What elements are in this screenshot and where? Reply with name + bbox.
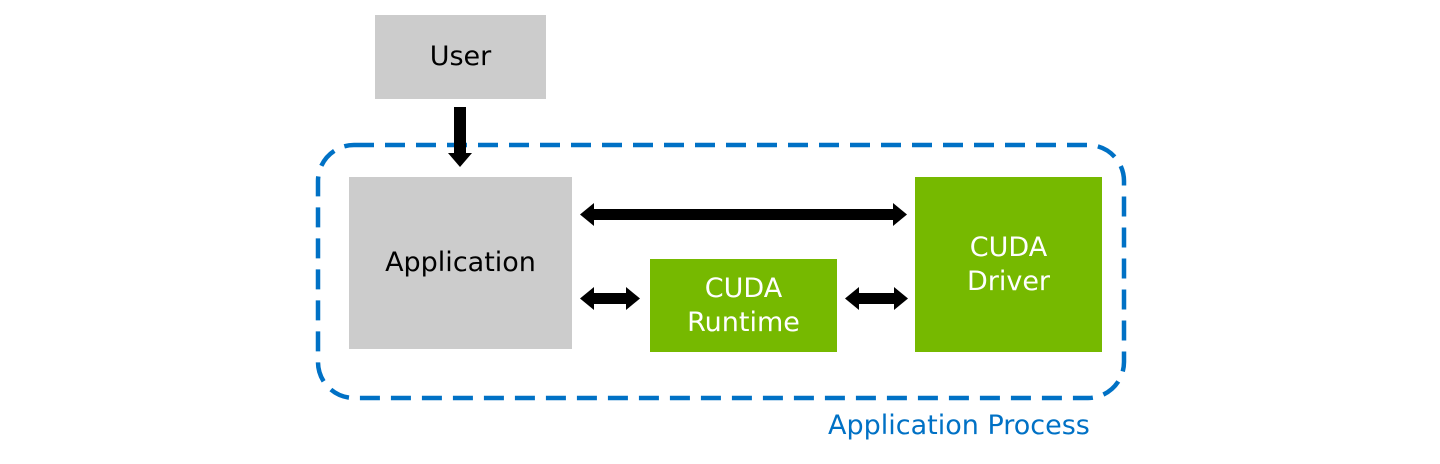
user-label: User [429, 41, 492, 73]
cuda-runtime-label: CUDA Runtime [687, 272, 800, 338]
application-process-label: Application Process [828, 410, 1090, 441]
application-label: Application [385, 247, 536, 279]
user-node: User [375, 15, 546, 99]
cuda-runtime-node: CUDA Runtime [650, 259, 837, 352]
user-to-application-arrow [448, 107, 472, 167]
cuda-driver-node: CUDA Driver [915, 177, 1102, 352]
runtime-driver-arrow [845, 287, 908, 310]
application-driver-arrow [580, 203, 907, 226]
application-node: Application [349, 177, 572, 349]
cuda-driver-label: CUDA Driver [966, 231, 1051, 297]
application-runtime-arrow [580, 287, 640, 310]
application-process-boundary [315, 142, 1127, 401]
